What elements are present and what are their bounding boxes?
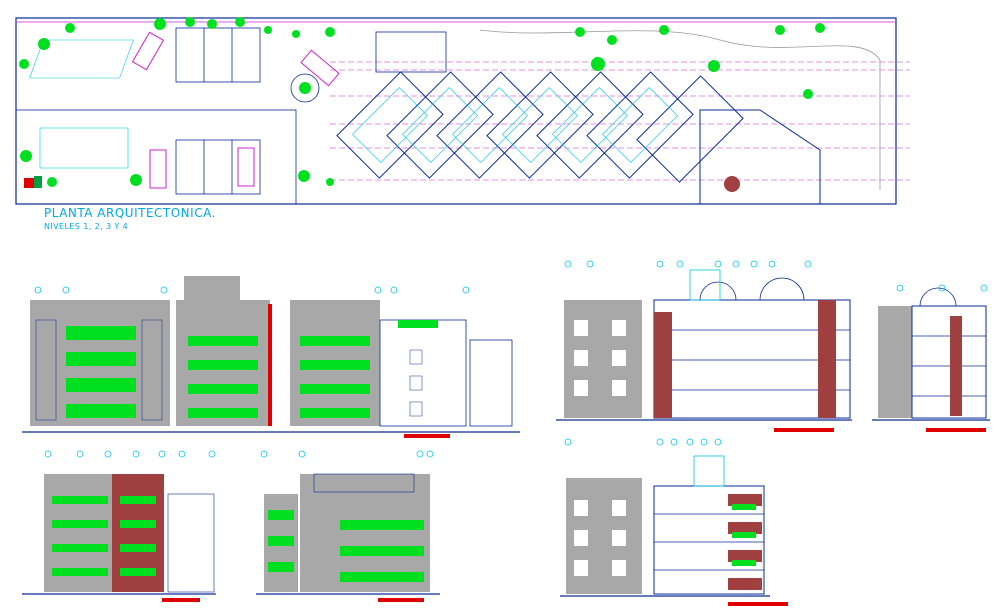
parking-top (175, 27, 261, 83)
parking-bottom (175, 139, 261, 195)
floor-plan (15, 17, 910, 205)
elevation-side-b (256, 473, 440, 602)
right-end-block (699, 109, 821, 205)
diagonal-blocks-inner (352, 87, 678, 163)
section-3 (560, 455, 788, 606)
plan-title: PLANTA ARQUITECTONICA. (44, 206, 216, 220)
garden-path (479, 29, 881, 190)
car-1 (131, 31, 165, 71)
fire-symbol (24, 178, 34, 188)
elevation-side-a (22, 474, 216, 602)
car-3 (237, 147, 255, 187)
car-4 (300, 49, 340, 87)
planter-circle (290, 73, 320, 103)
car-2 (149, 149, 167, 189)
grid-markers (34, 260, 988, 458)
left-hatch-area (29, 39, 134, 169)
section-2 (872, 287, 990, 432)
left-wing-outline (15, 109, 297, 205)
diagonal-blocks (336, 71, 744, 183)
site-boundary (15, 17, 897, 205)
elevation-front (22, 276, 520, 438)
section-1 (556, 269, 852, 432)
plan-subtitle: NIVELES 1, 2, 3 Y 4 (44, 222, 129, 231)
lobby-block (375, 31, 447, 73)
grid-lines-horizontal (330, 61, 910, 181)
trees (19, 17, 825, 187)
